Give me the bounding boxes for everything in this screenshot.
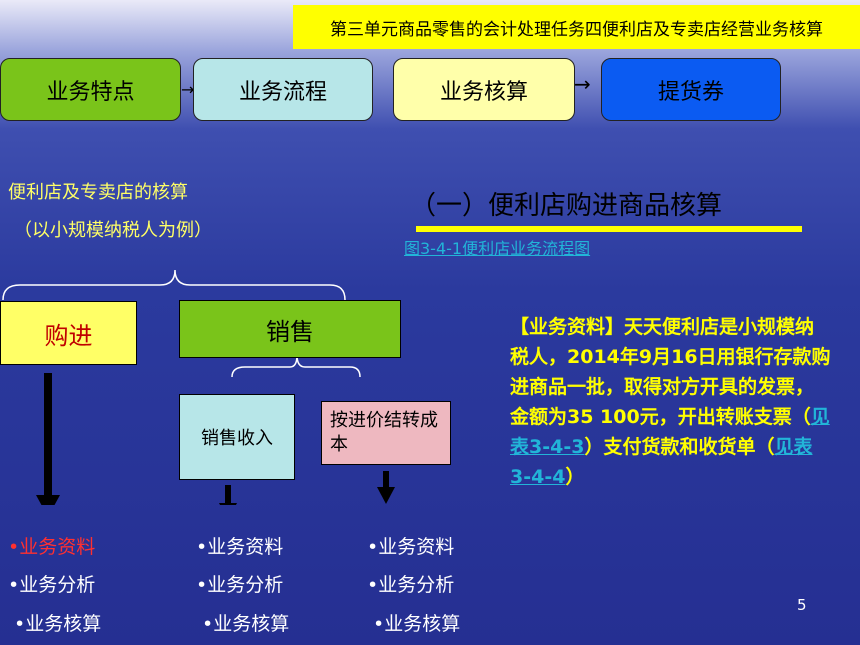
table-3-4-4-link[interactable]: 见表3-4-4	[510, 436, 813, 488]
title-underline	[416, 226, 802, 232]
purchase-box: 购进	[0, 301, 137, 365]
business-info-paragraph: 【业务资料】天天便利店是小规模纳税人，2014年9月16日用银行存款购进商品一批…	[510, 312, 832, 492]
col2-bullet-accounting[interactable]: •业务核算	[202, 613, 290, 635]
arrow-right-icon: →	[181, 80, 195, 99]
col1-bullet-data[interactable]: •业务资料	[8, 536, 96, 558]
col3-bullet-data[interactable]: •业务资料	[367, 536, 455, 558]
arrow-right-icon: →	[574, 72, 591, 96]
page-number: 5	[797, 596, 807, 614]
table-3-4-3-link[interactable]: 见表3-4-3	[510, 406, 830, 458]
nav-business-accounting-button[interactable]: 业务核算	[393, 58, 575, 121]
paragraph-text-2: ）支付货款和收货单（	[584, 436, 775, 458]
left-heading: 便利店及专卖店的核算	[8, 182, 188, 203]
section-title: （一）便利店购进商品核算	[410, 191, 723, 221]
cost-transfer-box: 按进价结转成本	[321, 401, 451, 465]
col2-bullet-analysis[interactable]: •业务分析	[196, 574, 284, 596]
left-subheading: （以小规模纳税人为例）	[14, 220, 212, 241]
col3-bullet-analysis[interactable]: •业务分析	[367, 574, 455, 596]
col1-bullet-accounting[interactable]: •业务核算	[14, 613, 102, 635]
figure-link[interactable]: 图3-4-1便利店业务流程图	[404, 239, 591, 258]
flow-connectors	[2, 269, 395, 505]
paragraph-text-3: ）	[565, 466, 585, 488]
paragraph-text-1: 【业务资料】天天便利店是小规模纳税人，2014年9月16日用银行存款购进商品一批…	[510, 316, 831, 428]
slide-title: 第三单元商品零售的会计处理任务四便利店及专卖店经营业务核算	[293, 5, 860, 49]
sales-income-box: 销售收入	[179, 394, 295, 480]
sales-box: 销售	[179, 300, 401, 358]
col2-bullet-data[interactable]: •业务资料	[196, 536, 284, 558]
nav-voucher-button[interactable]: 提货券	[601, 58, 781, 121]
col3-bullet-accounting[interactable]: •业务核算	[373, 613, 461, 635]
nav-business-process-button[interactable]: 业务流程	[193, 58, 373, 121]
col1-bullet-analysis[interactable]: •业务分析	[8, 574, 96, 596]
nav-business-features-button[interactable]: 业务特点	[0, 58, 181, 121]
